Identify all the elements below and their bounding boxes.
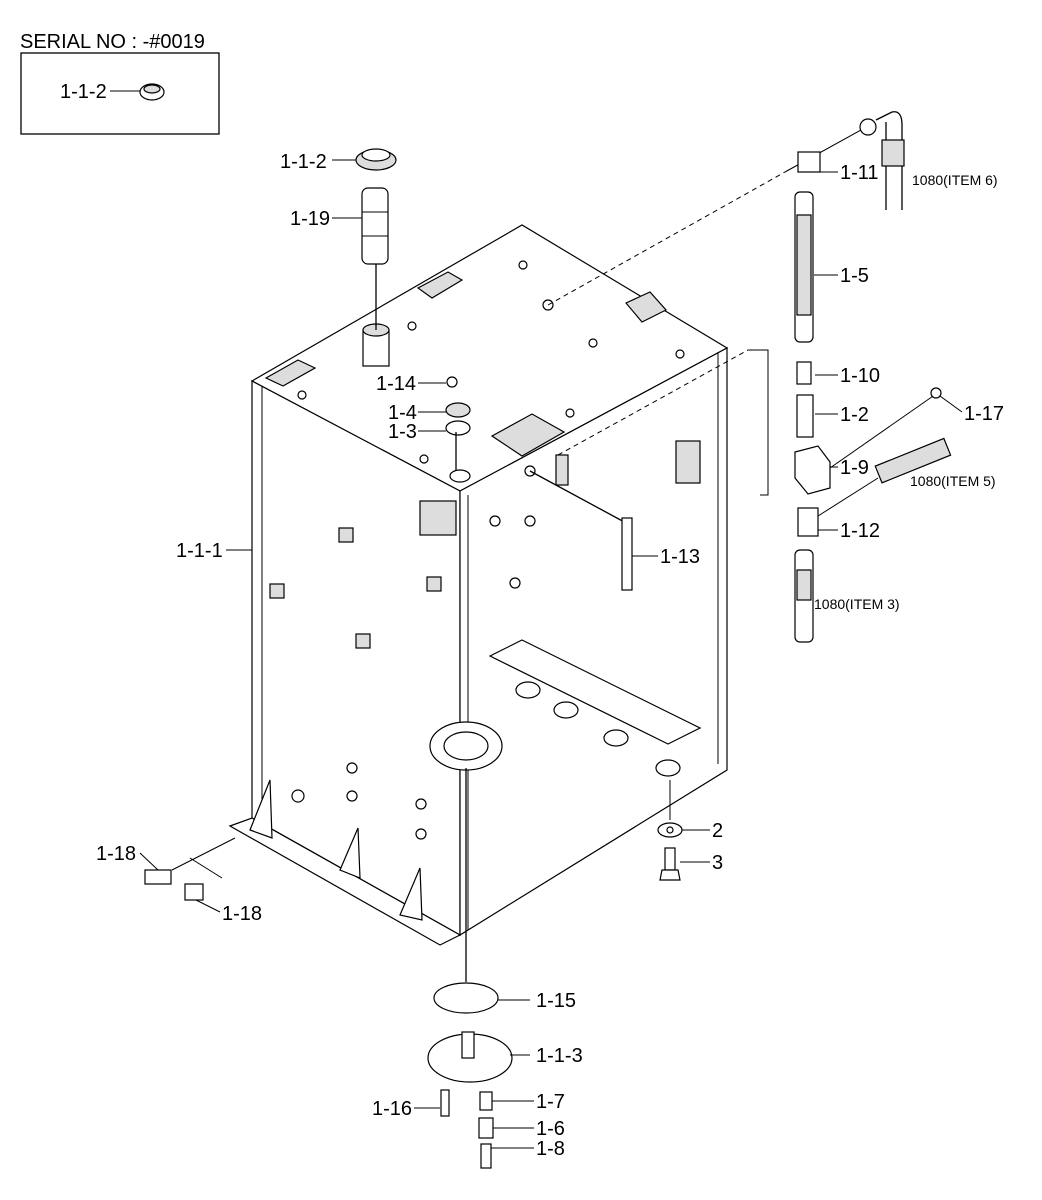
valve (478, 1117, 494, 1139)
sight-gauge-mount (675, 440, 701, 484)
cover-bolt (440, 1089, 450, 1117)
label-2: 2 (712, 820, 723, 842)
label-1080-item5: 1080(ITEM 5) (910, 473, 996, 489)
fuel-cap-icon (139, 83, 165, 101)
drain-port (291, 789, 305, 803)
label-1-1-3: 1-1-3 (536, 1045, 583, 1067)
mount-pad (264, 359, 317, 387)
mount-pad (416, 271, 464, 299)
tank-right-face (459, 346, 728, 937)
label-1-12: 1-12 (840, 520, 880, 542)
serial-part-label: 1-1-2 (60, 81, 107, 103)
hose-item5 (874, 437, 952, 484)
boss (269, 583, 285, 599)
elbow-fitting (797, 507, 819, 537)
boss (426, 576, 442, 592)
gasket (433, 982, 499, 1014)
label-1-16: 1-16 (372, 1098, 412, 1120)
tee-fitting (797, 151, 821, 173)
hose-assembly (547, 111, 952, 643)
filler-neck (362, 323, 390, 367)
label-1-1-1: 1-1-1 (176, 540, 223, 562)
label-1-8: 1-8 (536, 1138, 565, 1160)
bottom-cover-assembly (427, 768, 513, 1169)
label-1-13: 1-13 (660, 546, 700, 568)
serial-title: SERIAL NO : -#0019 (20, 31, 205, 53)
gusset (399, 867, 423, 921)
drain-fittings (144, 837, 236, 901)
block (794, 445, 831, 495)
filler-cap-assembly (355, 148, 397, 330)
serial-inset: SERIAL NO : -#0019 1-1-2 (20, 31, 220, 135)
gusset (249, 779, 273, 839)
label-1-1-2: 1-1-2 (280, 151, 327, 173)
serial-box-frame (20, 52, 220, 135)
label-1-4: 1-4 (388, 402, 417, 424)
adapter (796, 361, 812, 385)
label-1-2: 1-2 (840, 404, 869, 426)
bolt (664, 847, 676, 871)
label-3: 3 (712, 852, 723, 874)
label-1-3: 1-3 (388, 421, 417, 443)
rod-assembly (529, 470, 633, 591)
label-1080-item3: 1080(ITEM 3) (814, 596, 900, 612)
boss (355, 633, 371, 649)
leader-lines (139, 159, 963, 1149)
label-1-5: 1-5 (840, 265, 869, 287)
suction-strainer-plate (488, 639, 702, 745)
bracket (419, 500, 457, 536)
label-1-7: 1-7 (536, 1091, 565, 1113)
label-1-15: 1-15 (536, 990, 576, 1012)
pipe (796, 394, 814, 438)
strainer (361, 187, 389, 265)
access-cover (490, 413, 566, 457)
label-1-17: 1-17 (964, 403, 1004, 425)
mount-pad (625, 291, 667, 323)
label-1-14: 1-14 (376, 373, 416, 395)
level-gauge-parts (445, 376, 471, 483)
drain-nipple (144, 869, 172, 885)
drain-plug (479, 1091, 493, 1111)
drain-cap (184, 883, 204, 901)
label-1-18-b: 1-18 (222, 903, 262, 925)
hydraulic-tank (228, 224, 729, 946)
level-rod (621, 517, 633, 591)
plug (480, 1143, 492, 1169)
label-1080-item6: 1080(ITEM 6) (912, 172, 998, 188)
label-1-9: 1-9 (840, 457, 869, 479)
label-1-11: 1-11 (840, 162, 879, 184)
label-1-19: 1-19 (290, 208, 330, 230)
boss (338, 527, 354, 543)
label-1-6: 1-6 (536, 1118, 565, 1140)
gusset (339, 827, 361, 879)
label-1-10: 1-10 (840, 365, 880, 387)
hose-nut (859, 118, 877, 136)
label-1-18-a: 1-18 (96, 843, 136, 865)
part-labels: 1-1-2 1-19 1-11 1080(ITEM 6) 1-5 1-10 1-… (96, 151, 1004, 1160)
